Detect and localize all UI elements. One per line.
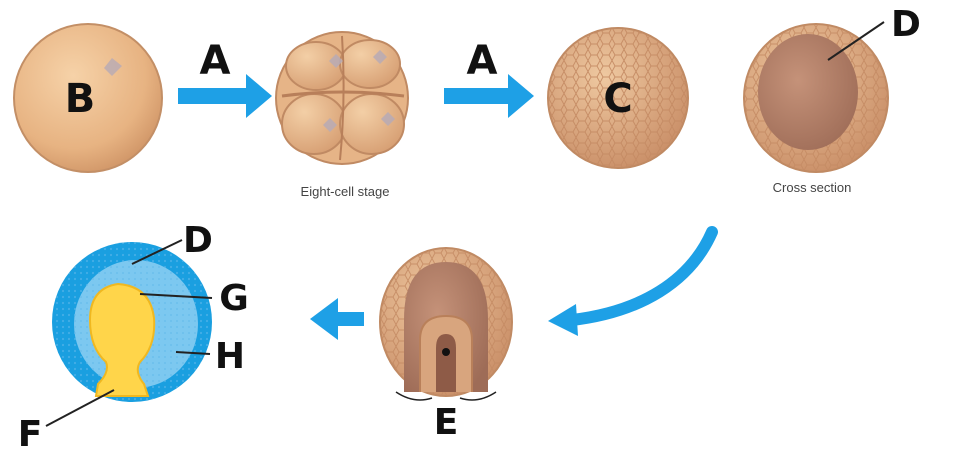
curved-arrow-head: [548, 304, 578, 336]
arrow-1-shaft: [178, 88, 248, 104]
arrow-1: A: [178, 38, 272, 118]
curved-arrow: [548, 232, 712, 336]
arrow-left-shaft: [336, 312, 364, 326]
curved-arrow-shaft: [572, 232, 712, 320]
caption-cross-section: Cross section: [773, 180, 852, 195]
label-b: B: [65, 76, 96, 122]
label-a-first: A: [200, 38, 231, 84]
label-g: G: [219, 278, 249, 319]
arrow-2-head: [508, 74, 534, 118]
label-f: F: [18, 414, 43, 449]
blastula: C: [548, 28, 688, 168]
caption-eight-cell-stage: Eight-cell stage: [301, 184, 390, 199]
blastocoel: [758, 34, 858, 150]
label-a-second: A: [467, 38, 498, 84]
blastula-cross-section: D: [744, 4, 921, 172]
label-c: C: [603, 76, 632, 122]
label-d-top: D: [891, 4, 921, 45]
archenteron: [436, 334, 456, 392]
arrow-2: A: [444, 38, 534, 118]
arrow-1-head: [246, 74, 272, 118]
arrow-left: [310, 298, 364, 340]
leader-line-f: [46, 390, 114, 426]
label-d-bottom: D: [183, 220, 213, 261]
gastrula: E: [380, 248, 512, 443]
label-h: H: [215, 336, 245, 377]
eight-cell-embryo: [276, 32, 408, 164]
arrow-2-shaft: [444, 88, 510, 104]
germ-layer-embryo: D G H F: [18, 220, 249, 449]
label-e: E: [434, 402, 459, 443]
arrow-left-head: [310, 298, 338, 340]
zygote: B: [14, 24, 162, 172]
